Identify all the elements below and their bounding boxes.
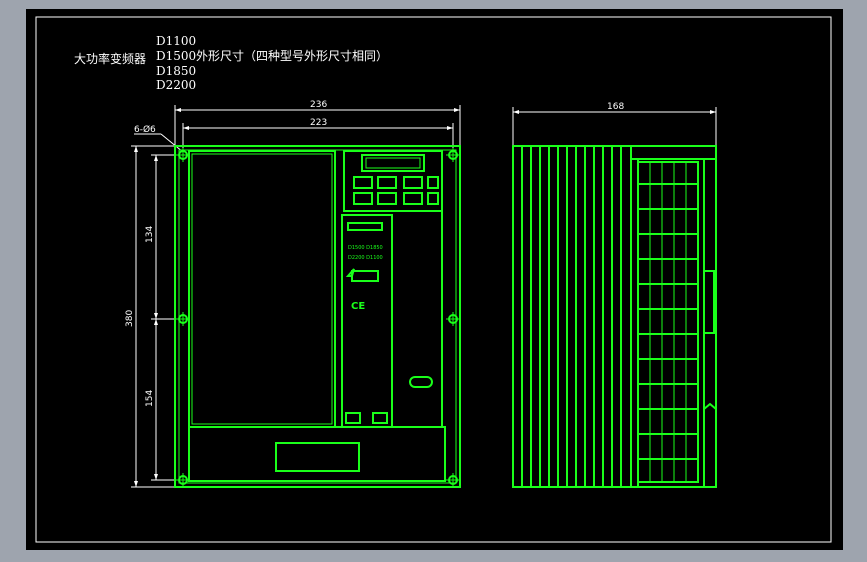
dim-depth: 168 — [607, 102, 624, 112]
cad-viewport[interactable]: 大功率变频器 D1100 D1500 D1850 D2200 外形尺寸（四种型号… — [26, 9, 843, 550]
model-d1500: D1500 — [156, 49, 196, 63]
label-line-1: D1500 D1850 — [348, 245, 383, 251]
dim-lower-spacing: 154 — [145, 390, 155, 407]
dim-overall-height: 380 — [125, 310, 135, 327]
dim-overall-width: 236 — [310, 100, 327, 110]
model-d1100: D1100 — [156, 34, 196, 48]
model-d2200: D2200 — [156, 78, 196, 92]
label-line-2: D2200 D1100 — [348, 255, 383, 261]
sheet-frame — [35, 16, 832, 543]
dim-hole-spec: 6-Ø6 — [134, 124, 156, 135]
keypad-keys — [353, 176, 439, 205]
front-view: D1500 D1850 D2200 D1100 CE — [174, 145, 461, 488]
title-main: 大功率变频器 — [74, 51, 146, 66]
heatsink-fins — [521, 146, 622, 487]
dim-upper-spacing: 134 — [145, 226, 155, 243]
ce-mark-icon: CE — [351, 301, 365, 312]
title-suffix: 外形尺寸（四种型号外形尺寸相同） — [196, 49, 388, 63]
dim-hole-width: 223 — [310, 118, 327, 128]
mounting-hole-icon — [176, 148, 460, 487]
model-d1850: D1850 — [156, 64, 196, 78]
vent-slots — [638, 162, 698, 482]
side-view — [512, 145, 717, 488]
cad-drawing: 大功率变频器 D1100 D1500 D1850 D2200 外形尺寸（四种型号… — [35, 16, 832, 543]
